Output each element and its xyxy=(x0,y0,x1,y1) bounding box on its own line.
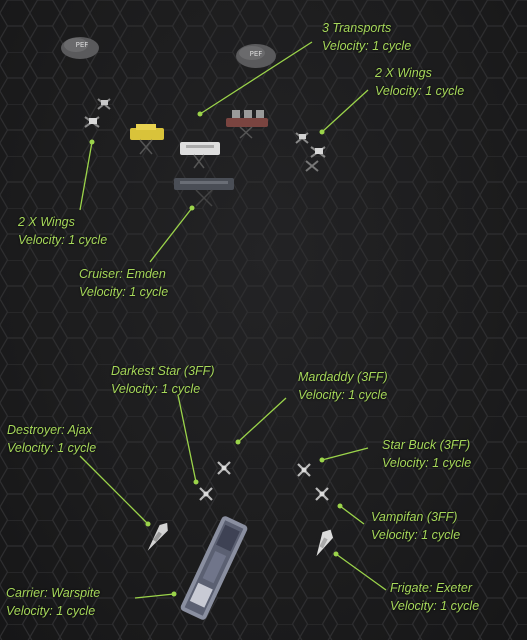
label-destroyer: Destroyer: Ajax Velocity: 1 cycle xyxy=(7,421,96,457)
line-destroyer xyxy=(79,455,149,525)
label-mardaddy-velocity: Velocity: 1 cycle xyxy=(298,388,388,402)
destroyer-miniature[interactable] xyxy=(144,520,172,554)
carrier-miniature[interactable] xyxy=(179,515,248,621)
line-darkest-star xyxy=(177,394,197,483)
label-star-buck-name: Star Buck (3FF) xyxy=(382,438,471,452)
label-darkest-star-name: Darkest Star (3FF) xyxy=(111,364,215,378)
label-carrier-name: Carrier: Warspite xyxy=(6,586,101,600)
label-transports: 3 Transports Velocity: 1 cycle xyxy=(322,19,411,55)
pef-marker-left-label: PEF xyxy=(75,41,89,49)
fighter-miniature-darkest-star[interactable] xyxy=(199,461,231,501)
label-star-buck-velocity: Velocity: 1 cycle xyxy=(382,456,472,470)
label-mardaddy-name: Mardaddy (3FF) xyxy=(298,370,388,384)
line-star-buck xyxy=(321,447,369,461)
label-xwings-left-name: 2 X Wings xyxy=(18,215,75,229)
leader-dots xyxy=(89,111,343,597)
line-transports xyxy=(199,41,313,115)
pef-marker-right-label: PEF xyxy=(249,50,263,58)
label-transports-velocity: Velocity: 1 cycle xyxy=(322,39,412,53)
line-carrier xyxy=(134,593,175,599)
line-mardaddy xyxy=(237,397,287,443)
label-carrier: Carrier: Warspite Velocity: 1 cycle xyxy=(6,584,100,620)
label-vampifan-velocity: Velocity: 1 cycle xyxy=(371,528,461,542)
label-destroyer-velocity: Velocity: 1 cycle xyxy=(7,441,97,455)
label-xwings-right-name: 2 X Wings xyxy=(375,66,432,80)
label-xwings-left-velocity: Velocity: 1 cycle xyxy=(18,233,108,247)
xwing-miniature-right-group[interactable] xyxy=(295,132,326,172)
line-frigate xyxy=(335,553,387,591)
label-xwings-left: 2 X Wings Velocity: 1 cycle xyxy=(18,213,107,249)
transport-miniature-white[interactable] xyxy=(180,142,220,169)
label-darkest-star-velocity: Velocity: 1 cycle xyxy=(111,382,201,396)
leader-lines xyxy=(79,41,387,599)
line-cruiser xyxy=(149,207,193,263)
line-xwings-right xyxy=(321,89,369,133)
label-darkest-star: Darkest Star (3FF) Velocity: 1 cycle xyxy=(111,362,215,398)
label-cruiser-name: Cruiser: Emden xyxy=(79,267,166,281)
pef-marker-right[interactable] xyxy=(236,44,276,68)
label-xwings-right: 2 X Wings Velocity: 1 cycle xyxy=(375,64,464,100)
label-transports-name: 3 Transports xyxy=(322,21,392,35)
xwing-miniature-left-group[interactable] xyxy=(84,98,111,128)
label-vampifan-name: Vampifan (3FF) xyxy=(371,510,458,524)
label-star-buck: Star Buck (3FF) Velocity: 1 cycle xyxy=(382,436,471,472)
cruiser-miniature[interactable] xyxy=(174,178,234,207)
pef-marker-left[interactable] xyxy=(61,37,99,59)
label-mardaddy: Mardaddy (3FF) Velocity: 1 cycle xyxy=(298,368,388,404)
label-destroyer-name: Destroyer: Ajax xyxy=(7,423,92,437)
label-xwings-right-velocity: Velocity: 1 cycle xyxy=(375,84,465,98)
label-carrier-velocity: Velocity: 1 cycle xyxy=(6,604,96,618)
label-vampifan: Vampifan (3FF) Velocity: 1 cycle xyxy=(371,508,460,544)
transport-miniature-yellow[interactable] xyxy=(130,124,164,155)
frigate-miniature[interactable] xyxy=(311,527,336,559)
label-cruiser: Cruiser: Emden Velocity: 1 cycle xyxy=(79,265,168,301)
transport-miniature-red[interactable] xyxy=(226,110,268,139)
label-cruiser-velocity: Velocity: 1 cycle xyxy=(79,285,169,299)
line-vampifan xyxy=(339,505,365,525)
label-frigate: Frigate: Exeter Velocity: 1 cycle xyxy=(390,579,479,615)
label-frigate-name: Frigate: Exeter xyxy=(390,581,472,595)
fighter-miniature-star-buck[interactable] xyxy=(297,463,329,501)
label-frigate-velocity: Velocity: 1 cycle xyxy=(390,599,480,613)
line-xwings-left xyxy=(79,141,93,211)
